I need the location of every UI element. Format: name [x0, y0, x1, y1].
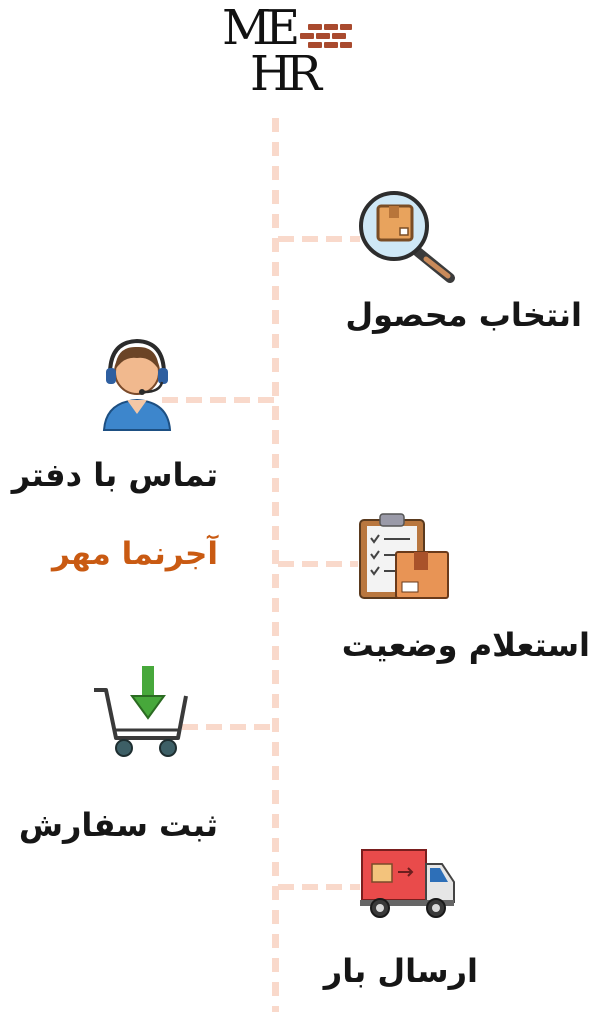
brand-logo: ME HR	[216, 4, 356, 102]
timeline-spine	[272, 118, 279, 1012]
logo-text-bottom: HR	[250, 46, 322, 102]
support-agent-icon	[102, 338, 172, 431]
logo-text-top: ME	[222, 0, 300, 56]
delivery-truck-icon	[360, 849, 455, 918]
connector-step-2	[162, 397, 274, 403]
step-5	[358, 848, 456, 920]
step-3-label: استعلام وضعیت	[341, 626, 590, 664]
brick-icon	[300, 24, 352, 48]
step-4-label: ثبت سفارش	[18, 806, 218, 844]
clipboard-box-icon	[359, 513, 449, 599]
step-2	[100, 336, 174, 432]
connector-step-4	[182, 724, 274, 730]
step-1-label: انتخاب محصول	[345, 296, 582, 334]
step-5-label: ارسال بار	[323, 952, 478, 990]
connector-step-3	[278, 561, 358, 567]
cart-add-icon	[94, 666, 188, 757]
step-1	[358, 190, 460, 284]
step-2-label: تماس با دفتر	[11, 456, 218, 494]
connector-step-5	[278, 884, 360, 890]
connector-step-1	[278, 236, 360, 242]
step-4	[92, 664, 188, 760]
magnifier-box-icon	[359, 191, 455, 283]
company-name: آجرنما مهر	[51, 536, 218, 572]
step-3	[358, 512, 450, 602]
